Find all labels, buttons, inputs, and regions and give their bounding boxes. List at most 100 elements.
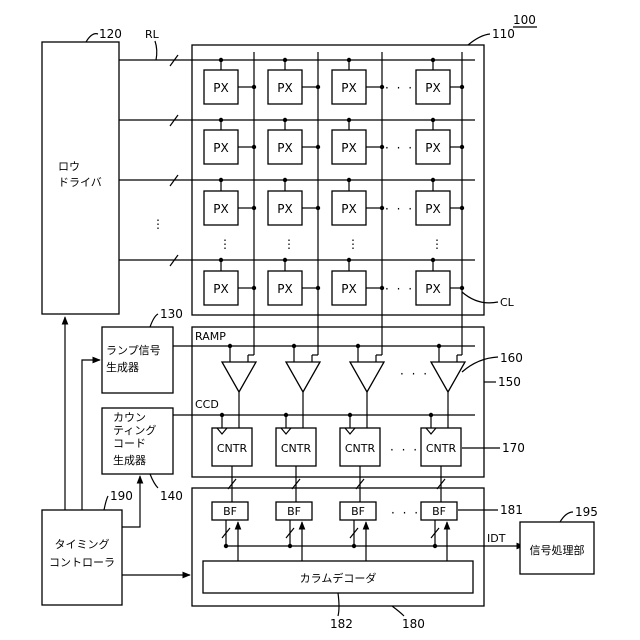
pixel-col-node — [252, 85, 256, 89]
pixel-cell: PX — [204, 118, 256, 164]
pixel-column-vdots: ⋮ — [347, 237, 361, 251]
pixel-row1-ellipsis: · · · — [385, 81, 414, 95]
pixel-cell: PX — [332, 118, 384, 164]
pixel-cell: PX — [204, 178, 256, 225]
ramp-node — [356, 344, 360, 348]
pixel-col-node — [316, 286, 320, 290]
pixel-cell: PX — [204, 258, 256, 305]
pixel-array-ref: 110 — [492, 27, 515, 41]
buffer: BF — [421, 502, 457, 561]
signal-processor-label: 信号処理部 — [530, 543, 585, 557]
pixel-col-node — [316, 206, 320, 210]
pixel-row-node — [431, 178, 435, 182]
pixel-col-node — [380, 85, 384, 89]
pixel-label: PX — [425, 141, 440, 155]
pixel-label: PX — [425, 81, 440, 95]
pixel-label: PX — [277, 282, 292, 296]
pixel-label: PX — [277, 81, 292, 95]
buffer-ellipsis: · · · — [391, 506, 420, 520]
timing-controller-label-2: コントローラ — [49, 556, 115, 569]
pixel-col-node — [460, 286, 464, 290]
ccd-label: CCD — [195, 398, 219, 411]
buffer-label: BF — [432, 505, 446, 518]
pixel-cell: PX — [204, 58, 256, 104]
pixel-label: PX — [341, 141, 356, 155]
pixel-col-node — [380, 206, 384, 210]
column-decoder-ref: 182 — [330, 617, 353, 631]
signal-processor-ref-leader — [560, 512, 573, 522]
rl-label: RL — [145, 28, 160, 41]
buffer-label: BF — [287, 505, 301, 518]
row-driver-ref-leader — [86, 34, 98, 42]
counter-label: CNTR — [426, 442, 457, 455]
pixel-column-vdots: ⋮ — [283, 237, 297, 251]
row-driver-label-1: ロウ — [58, 160, 80, 173]
pixel-label: PX — [277, 141, 292, 155]
buffer-label: BF — [351, 505, 365, 518]
pixel-label: PX — [341, 202, 356, 216]
pixel-col-node — [252, 145, 256, 149]
ccd-node — [429, 413, 433, 417]
pixel-row-node — [283, 258, 287, 262]
ccg-ref: 140 — [160, 489, 183, 503]
pixel-row-node — [347, 258, 351, 262]
pixel-cell: PX — [268, 178, 320, 225]
buffer: BF — [276, 502, 312, 561]
pixel-label: PX — [425, 202, 440, 216]
pixel-col-node — [316, 85, 320, 89]
comparator-triangle — [286, 362, 320, 392]
comparator-ref-leader — [462, 357, 498, 372]
ccg-label-3: コード — [113, 437, 146, 450]
buffer-ref: 181 — [500, 503, 523, 517]
pixel-label: PX — [213, 202, 228, 216]
ramp-generator-label-2: 生成器 — [106, 360, 139, 374]
pixel-row-node — [219, 118, 223, 122]
pixel-row-node — [347, 118, 351, 122]
pixel-cell: PX — [416, 118, 464, 164]
ramp-node — [228, 344, 232, 348]
pixel-col-node — [460, 85, 464, 89]
comparator-triangle — [431, 362, 465, 392]
pixel-cell: PX — [416, 258, 464, 305]
pixel-row2-ellipsis: · · · — [385, 141, 414, 155]
pixel-column-vdots: ⋮ — [431, 237, 445, 251]
buffer-block-ref-leader — [392, 606, 404, 616]
pixel-col-node — [252, 206, 256, 210]
ccg-ref-leader — [150, 474, 158, 488]
row-driver-label-2: ドライバ — [58, 176, 102, 189]
pixel-row4-ellipsis: · · · — [385, 282, 414, 296]
counter-ellipsis: · · · — [390, 443, 419, 457]
pixel-label: PX — [213, 282, 228, 296]
pixel-row-node — [219, 58, 223, 62]
comparator-ref: 160 — [500, 351, 523, 365]
pixel-row-node — [347, 58, 351, 62]
pixel-row-node — [283, 118, 287, 122]
ctrl-to-ramp-gen — [82, 360, 100, 510]
pixel-cell: PX — [268, 258, 320, 305]
pixel-row-node — [219, 178, 223, 182]
timing-controller-label-1: タイミング — [55, 537, 110, 551]
ccg-label-2: ティング — [113, 423, 156, 437]
buffer: BF — [212, 502, 248, 561]
idt-label: IDT — [487, 532, 506, 545]
buffer-block-ref: 180 — [402, 617, 425, 631]
ramp-node — [292, 344, 296, 348]
pixel-col-node — [252, 286, 256, 290]
pixel-cell: PX — [332, 258, 384, 305]
pixel-label: PX — [213, 141, 228, 155]
comparator-triangle — [222, 362, 256, 392]
ccd-node — [348, 413, 352, 417]
pixel-row-node — [347, 178, 351, 182]
pixel-col-node — [460, 145, 464, 149]
cl-leader — [462, 292, 498, 303]
column-decoder-ref-leader — [338, 593, 339, 616]
pixel-row-node — [283, 178, 287, 182]
pixel-array-ref-leader — [468, 34, 490, 45]
ccg-label-1: カウン — [113, 411, 146, 424]
pixel-row-node — [283, 58, 287, 62]
pixel-row3-ellipsis: · · · — [385, 202, 414, 216]
pixel-cell: PX — [416, 58, 464, 104]
pixel-grid: PXPXPXPXPXPXPXPXPXPXPXPXPXPXPXPX⋮⋮⋮⋮ — [204, 58, 464, 305]
pixel-label: PX — [425, 282, 440, 296]
buffer: BF — [340, 502, 376, 561]
